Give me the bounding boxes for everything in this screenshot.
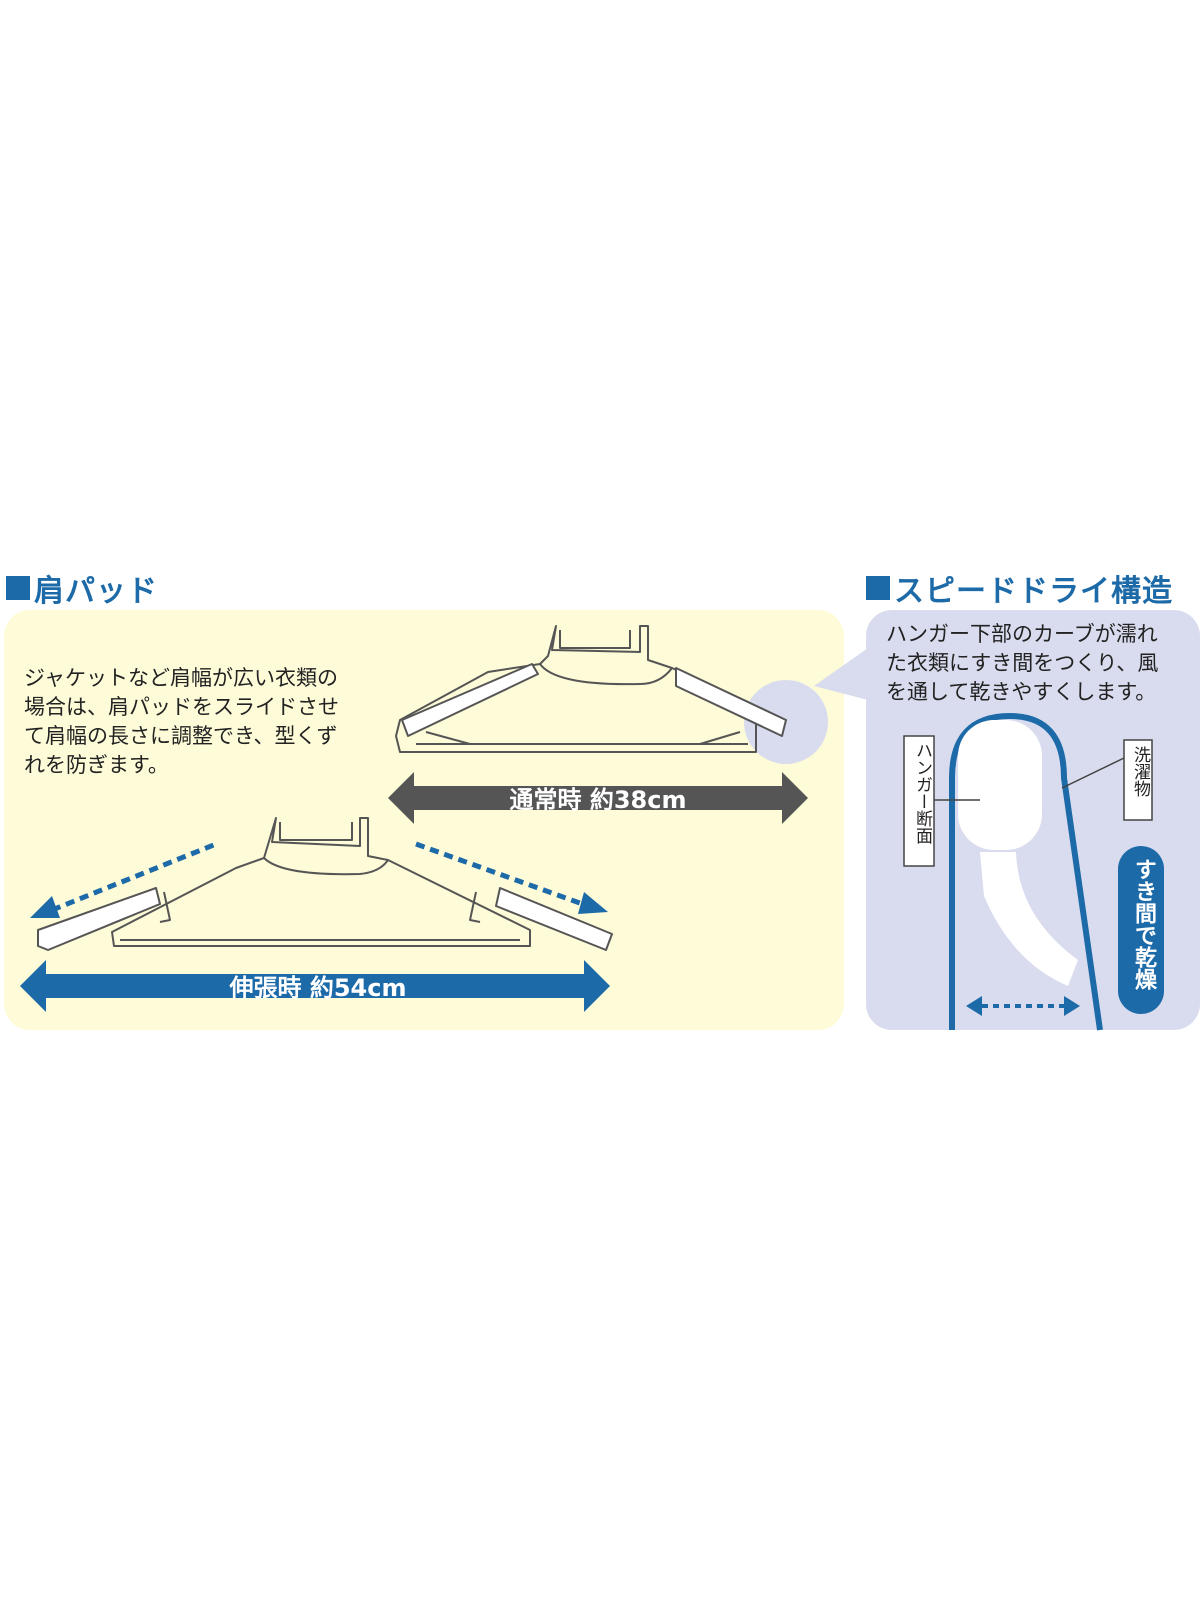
laundry-label-box <box>1123 739 1153 821</box>
hanger-label-box <box>903 735 935 867</box>
hanger-normal-icon <box>395 625 787 753</box>
square-bullet-icon <box>866 576 890 600</box>
hanger-cross-section-label: ハンガー断面 <box>912 742 932 844</box>
square-bullet-icon <box>6 576 30 600</box>
shoulder-pad-heading: 肩パッド <box>6 566 158 610</box>
gap-dashed-arrow-icon <box>966 996 1080 1016</box>
normal-width-arrow-icon <box>388 772 808 824</box>
laundry-label: 洗濯物 <box>1130 746 1150 797</box>
shoulder-pad-description: ジャケットなど肩幅が広い衣類の 場合は、肩パッドをスライドさせ て肩幅の長さに調… <box>24 666 339 777</box>
hanger-extended-icon <box>37 817 613 951</box>
shoulder-pad-panel <box>4 610 844 1030</box>
gap-pill <box>1118 846 1164 1014</box>
speed-dry-description: ハンガー下部のカーブが濡れ た衣類にすき間をつくり、風 を通して乾きやすくします… <box>886 622 1159 704</box>
normal-width-label: 通常時 約38cm <box>510 786 687 814</box>
shoulder-pad-title: 肩パッド <box>34 574 158 609</box>
extended-width-label: 伸張時 約54cm <box>229 974 407 1002</box>
extension-dashed-arrow-icon <box>30 841 608 918</box>
hanger-cross-section-icon <box>958 720 1078 986</box>
extended-width-arrow-icon <box>20 960 610 1012</box>
speed-dry-title: スピードドライ構造 <box>894 574 1173 609</box>
laundry-outline <box>949 712 1103 1031</box>
gap-dry-label: すき間で乾燥 <box>1131 858 1156 990</box>
speed-dry-heading: スピードドライ構造 <box>866 566 1173 610</box>
